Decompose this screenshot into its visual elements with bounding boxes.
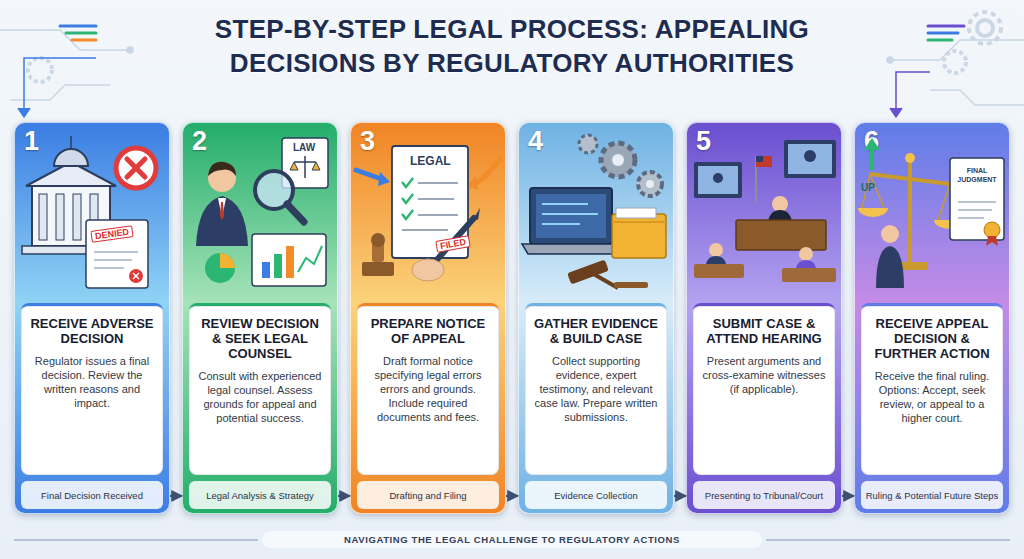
step-heading: RECEIVE APPEAL DECISION & FURTHER ACTION: [867, 316, 997, 361]
step-description: Regulator issues a final decision. Revie…: [27, 354, 157, 410]
stage-label: Evidence Collection: [554, 490, 637, 501]
process-card: RECEIVE ADVERSE DECISION Regulator issues…: [14, 122, 170, 514]
text-panel: GATHER EVIDENCE & BUILD CASE Collect supp…: [525, 303, 667, 475]
text-panel: PREPARE NOTICE OF APPEAL Draft formal not…: [357, 303, 499, 475]
text-panel: SUBMIT CASE & ATTEND HEARING Present argu…: [693, 303, 835, 475]
step-description: Receive the final ruling. Options: Accep…: [867, 369, 997, 425]
flow-arrow: [674, 495, 686, 497]
footer-strip: Ruling & Potential Future Steps: [861, 481, 1003, 509]
entry-exit-lines-part: [18, 108, 30, 117]
step-heading: REVIEW DECISION & SEEK LEGAL COUNSEL: [195, 316, 325, 361]
text-panel: RECEIVE ADVERSE DECISION Regulator issues…: [21, 303, 163, 475]
step-number: 1: [24, 126, 39, 157]
entry-exit-lines-part: [890, 108, 902, 117]
process-card: SUBMIT CASE & ATTEND HEARING Present argu…: [686, 122, 842, 514]
circuit-lines-part: [890, 40, 1024, 60]
process-card: REVIEW DECISION & SEEK LEGAL COUNSEL Cons…: [182, 122, 338, 514]
bottom-rule-part: [14, 540, 258, 541]
gear-decoration-part: [977, 20, 993, 36]
title-accent-stripes-part: [72, 39, 96, 42]
gear-decoration-part: [944, 51, 966, 73]
flow-arrow: [842, 495, 854, 497]
diagram-title: STEP-BY-STEP LEGAL PROCESS: APPEALING DE…: [92, 12, 932, 80]
text-panel: RECEIVE APPEAL DECISION & FURTHER ACTION…: [861, 303, 1003, 475]
gear-decoration: [28, 12, 1001, 82]
step-number: 5: [696, 126, 711, 157]
step-number: 6: [864, 126, 879, 157]
bottom-rule-part: [766, 540, 1010, 541]
text-panel: REVIEW DECISION & SEEK LEGAL COUNSEL Cons…: [189, 303, 331, 475]
circuit-lines-part: [930, 90, 1024, 105]
entry-exit-lines-part: [896, 72, 930, 114]
footer-strip: Legal Analysis & Strategy: [189, 481, 331, 509]
flow-arrow: [338, 495, 350, 497]
gear-decoration-part: [969, 12, 1001, 44]
illustration-text: UP: [861, 182, 875, 193]
title-accent-stripes-part: [928, 39, 952, 42]
circuit-lines-part: [127, 47, 133, 53]
step-heading: GATHER EVIDENCE & BUILD CASE: [531, 316, 661, 346]
title-accent-stripes-part: [928, 32, 958, 35]
step-number: 2: [192, 126, 207, 157]
step-heading: SUBMIT CASE & ATTEND HEARING: [699, 316, 829, 346]
step-number: 4: [528, 126, 543, 157]
step-description: Consult with experienced legal counsel. …: [195, 369, 325, 425]
illustration-text: LEGAL: [410, 154, 451, 168]
stage-label: Legal Analysis & Strategy: [206, 490, 314, 501]
title-accent-stripes-part: [60, 25, 96, 28]
circuit-lines-part: [887, 57, 893, 63]
gear-decoration-part: [28, 58, 52, 82]
diagram-caption: NAVIGATING THE LEGAL CHALLENGE TO REGULA…: [262, 531, 762, 548]
circuit-lines-part: [0, 30, 130, 50]
stage-label: Ruling & Potential Future Steps: [866, 490, 999, 501]
footer-strip: Evidence Collection: [525, 481, 667, 509]
step-description: Draft formal notice specifying legal err…: [363, 354, 493, 424]
step-heading: PREPARE NOTICE OF APPEAL: [363, 316, 493, 346]
illustration-text: LAW: [293, 142, 315, 153]
circuit-lines-part: [10, 85, 110, 100]
stage-label: Drafting and Filing: [389, 490, 466, 501]
step-description: Collect supporting evidence, expert test…: [531, 354, 661, 424]
step-heading: RECEIVE ADVERSE DECISION: [27, 316, 157, 346]
footer-strip: Presenting to Tribunal/Court: [693, 481, 835, 509]
step-number: 3: [360, 126, 375, 157]
step-description: Present arguments and cross-examine witn…: [699, 354, 829, 396]
title-accent-stripes-part: [66, 32, 96, 35]
flow-arrow: [170, 495, 182, 497]
illustration-text: FINAL JUDGMENT: [952, 166, 1002, 184]
process-card: GATHER EVIDENCE & BUILD CASE Collect supp…: [518, 122, 674, 514]
title-accent-stripes-part: [928, 25, 964, 28]
footer-strip: Drafting and Filing: [357, 481, 499, 509]
stage-label: Presenting to Tribunal/Court: [705, 490, 823, 501]
footer-strip: Final Decision Received: [21, 481, 163, 509]
stage-label: Final Decision Received: [41, 490, 143, 501]
process-card: PREPARE NOTICE OF APPEAL Draft formal not…: [350, 122, 506, 514]
entry-exit-lines-part: [24, 58, 96, 114]
flow-arrow: [506, 495, 518, 497]
